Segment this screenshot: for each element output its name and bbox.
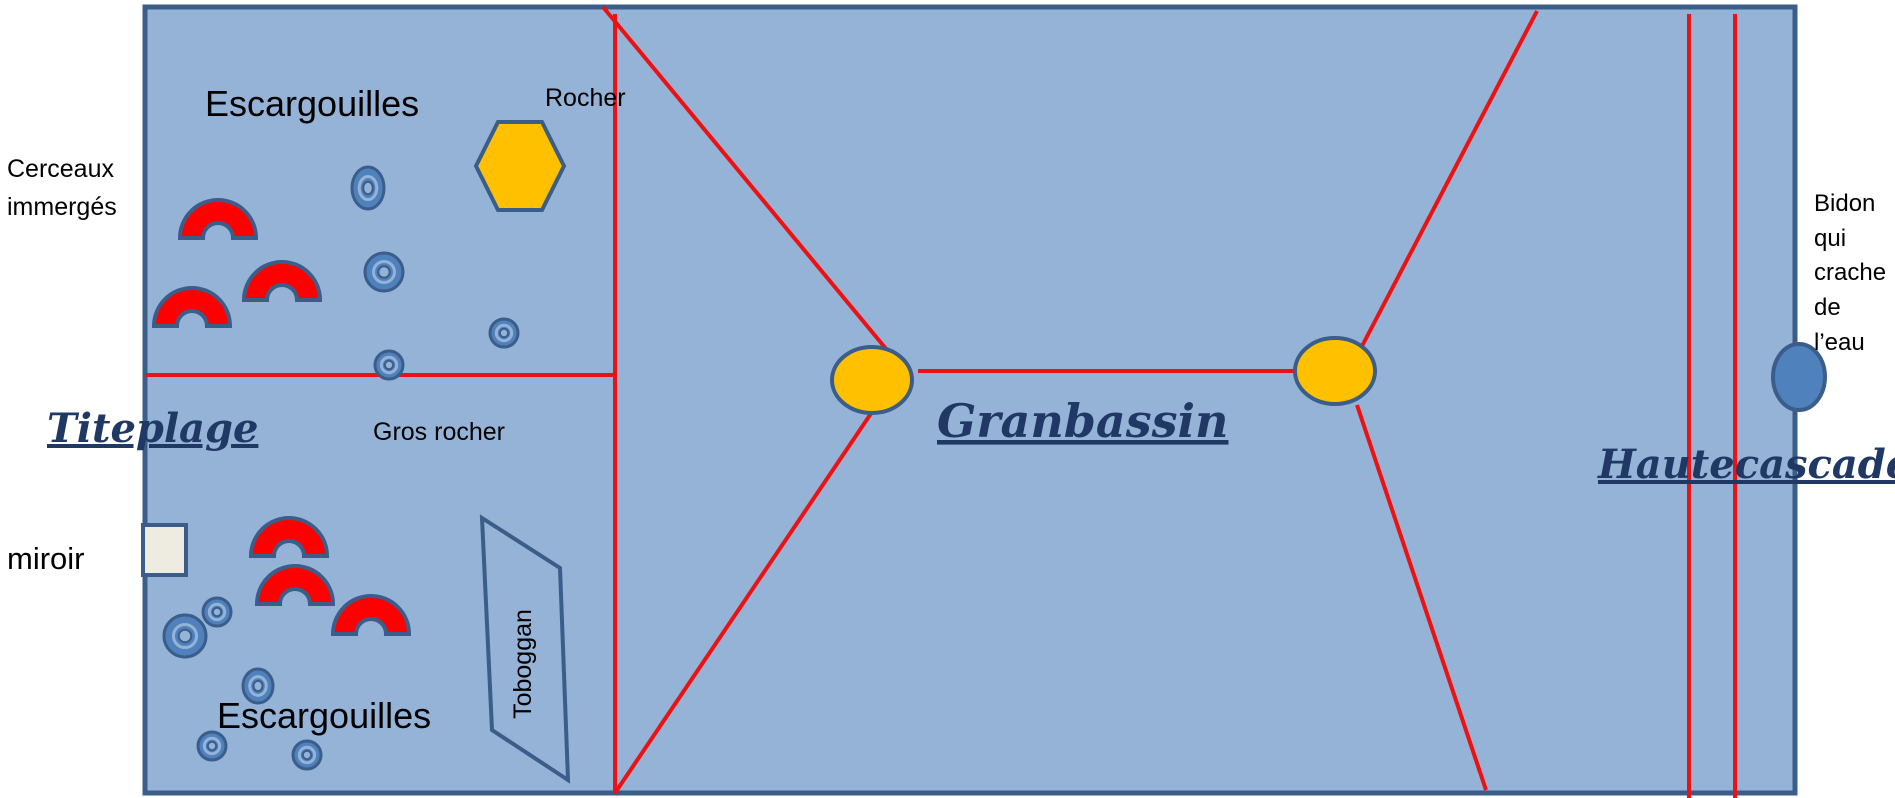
diagonal-bottom-right <box>1355 404 1488 791</box>
zone-granbassin: Granbassin <box>937 394 1228 448</box>
diagonal-top-left <box>601 5 889 352</box>
gros-rocher-label: Gros rocher <box>373 418 505 446</box>
hoops <box>151 198 412 636</box>
diagonal-top-right <box>1359 10 1539 349</box>
bidon-label-line3: crache <box>1814 259 1886 286</box>
bidon-label-line2: qui <box>1814 225 1846 252</box>
mirror-icon <box>141 523 188 577</box>
ring-inner <box>171 622 199 650</box>
diagonal-bottom-left <box>613 410 874 795</box>
buoy-icon <box>1293 336 1377 406</box>
ring-inner <box>297 745 317 765</box>
hexagon-rock-icon <box>473 120 567 212</box>
zone-hautecascade: Hautecascade <box>1597 441 1895 488</box>
ring-icon <box>162 613 208 659</box>
ring-icon <box>291 739 323 771</box>
ring-icon <box>196 730 228 762</box>
escargouilles-bottom-label: Escargouilles <box>217 695 431 736</box>
slide-icon <box>479 514 571 784</box>
ring-icon <box>201 596 233 628</box>
cerceaux-label-line2: immergés <box>7 193 117 221</box>
ring-hole <box>211 606 223 618</box>
ring-hole <box>206 740 218 752</box>
ring-hole <box>301 749 313 761</box>
miroir-label: miroir <box>7 541 85 576</box>
buoy-icon <box>830 345 914 415</box>
ring-inner <box>379 355 399 375</box>
ring-hole <box>498 327 510 339</box>
hoop-icon <box>330 594 412 636</box>
ring-inner <box>372 260 396 284</box>
ring-inner <box>357 174 379 202</box>
barrel-icon <box>1771 342 1827 412</box>
ring-icon <box>373 349 405 381</box>
ring-icon <box>350 165 386 211</box>
cerceaux-label-line1: Cerceaux <box>7 155 114 183</box>
bidon-label-line5: l’eau <box>1814 329 1865 356</box>
ring-inner <box>207 602 227 622</box>
ring-icon <box>363 251 405 293</box>
escargouilles-top-label: Escargouilles <box>205 83 419 124</box>
hoop-icon <box>248 516 330 558</box>
bidon-label-line1: Bidon <box>1814 190 1875 217</box>
ring-hole <box>252 679 264 693</box>
zone-titeplage: Titeplage <box>47 405 258 452</box>
hoop-icon <box>254 564 336 606</box>
ring-inner <box>202 736 222 756</box>
hoop-icon <box>241 260 323 302</box>
pool-basin <box>142 4 1798 796</box>
ring-hole <box>377 265 391 279</box>
bidon-label-line4: de <box>1814 294 1841 321</box>
ring-icon <box>488 317 520 349</box>
rings <box>162 165 520 771</box>
hoop-icon <box>151 286 233 328</box>
ring-inner <box>494 323 514 343</box>
ring-hole <box>362 180 374 196</box>
ring-inner <box>248 675 268 697</box>
ring-hole <box>177 628 193 644</box>
lane-lines <box>145 5 1737 798</box>
rocher-label: Rocher <box>545 84 626 112</box>
hoop-icon <box>177 198 259 240</box>
ring-hole <box>383 359 395 371</box>
ring-icon <box>241 667 275 705</box>
toboggan-label: Toboggan <box>509 609 537 719</box>
